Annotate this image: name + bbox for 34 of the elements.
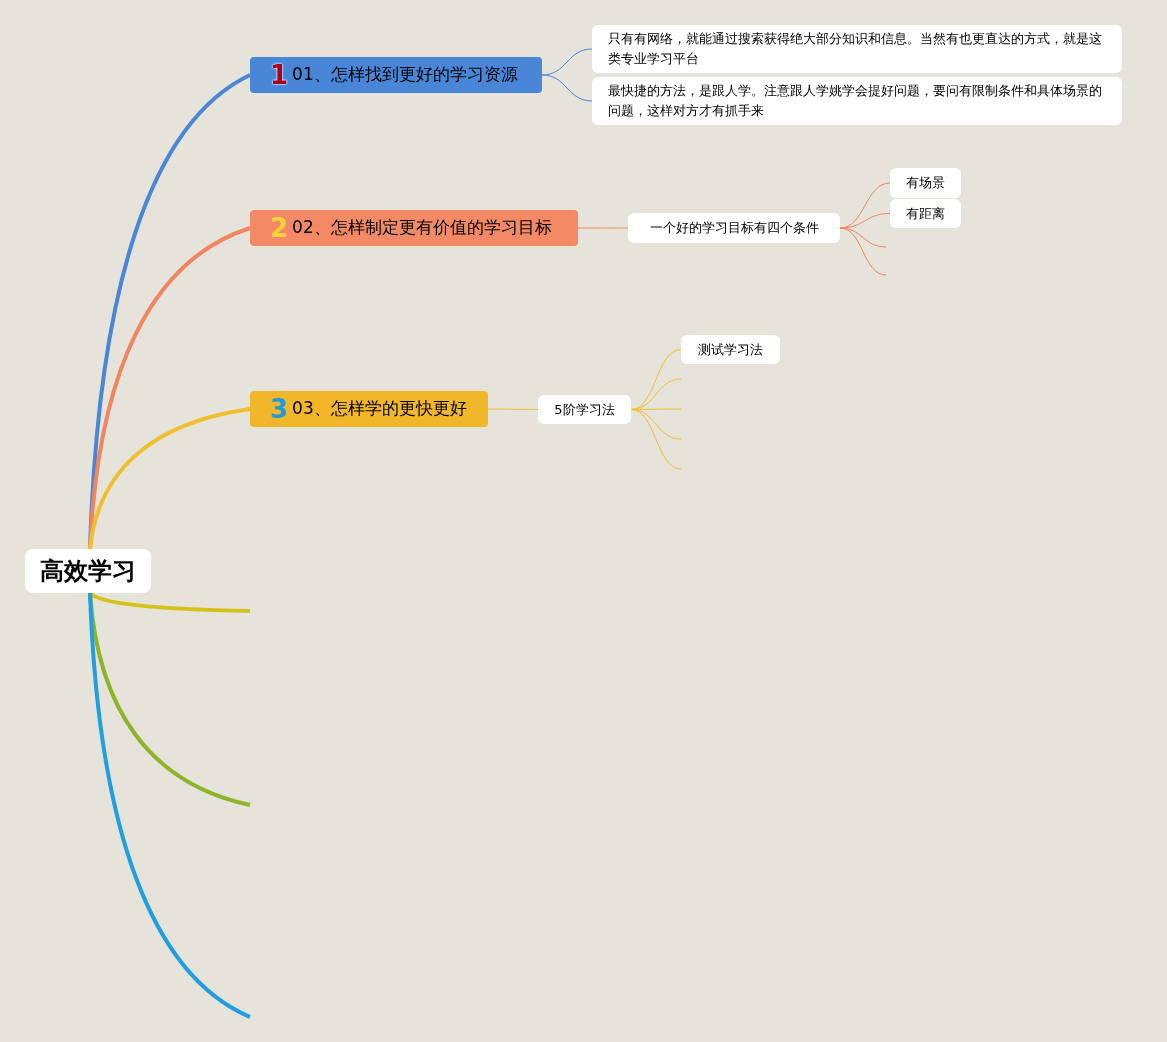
branch-topic-text: 01、怎样找到更好的学习资源 [292,63,518,87]
subtopic-box [628,213,840,243]
topic-number: 3 [270,396,289,422]
subtopic-box [890,199,961,228]
branch-topic-box [250,391,488,427]
note-box [592,25,1122,73]
subtopic-box [681,335,780,364]
root-topic-text: 高效学习 [40,556,136,587]
subtopic-text: 有距离 [906,204,945,223]
subtopic-text: 5阶学习法 [554,400,615,419]
connector-line [630,349,682,410]
branch-topic-box [250,57,542,93]
subtopic-text: 有场景 [906,174,945,193]
branch-topic-text: 03、怎样学的更快更好 [292,397,467,421]
connector-line [839,227,887,276]
connector-line [487,408,539,410]
connector-line [541,74,593,102]
connector-line [630,409,682,470]
note-text: 最快捷的方法，是跟人学。注意跟人学姚学会提好问题，要问有限制条件和具体场景的问题，这样对方才有抓手来 [608,82,1103,120]
branch-topic-text: 02、怎样制定更有价值的学习目标 [292,216,552,240]
connector-line [577,227,629,229]
note-text: 只有有网络，就能通过搜索获得绝大部分知识和信息。当然有也更直达的方式，就是这类专业学习平台 [608,30,1103,68]
branch-line [88,407,251,550]
subtopic-text: 一个好的学习目标有四个条件 [649,219,819,238]
subtopic-box [538,395,631,424]
note-box [592,77,1122,125]
subtopic-box [890,168,961,198]
connector-line [839,227,887,248]
topic-number: 1 [270,62,289,88]
branch-line [88,592,251,1019]
root-topic-box [25,549,151,593]
subtopic-text: 测试学习法 [698,340,763,359]
branch-topic-box [250,210,578,246]
topic-number: 2 [270,215,289,241]
